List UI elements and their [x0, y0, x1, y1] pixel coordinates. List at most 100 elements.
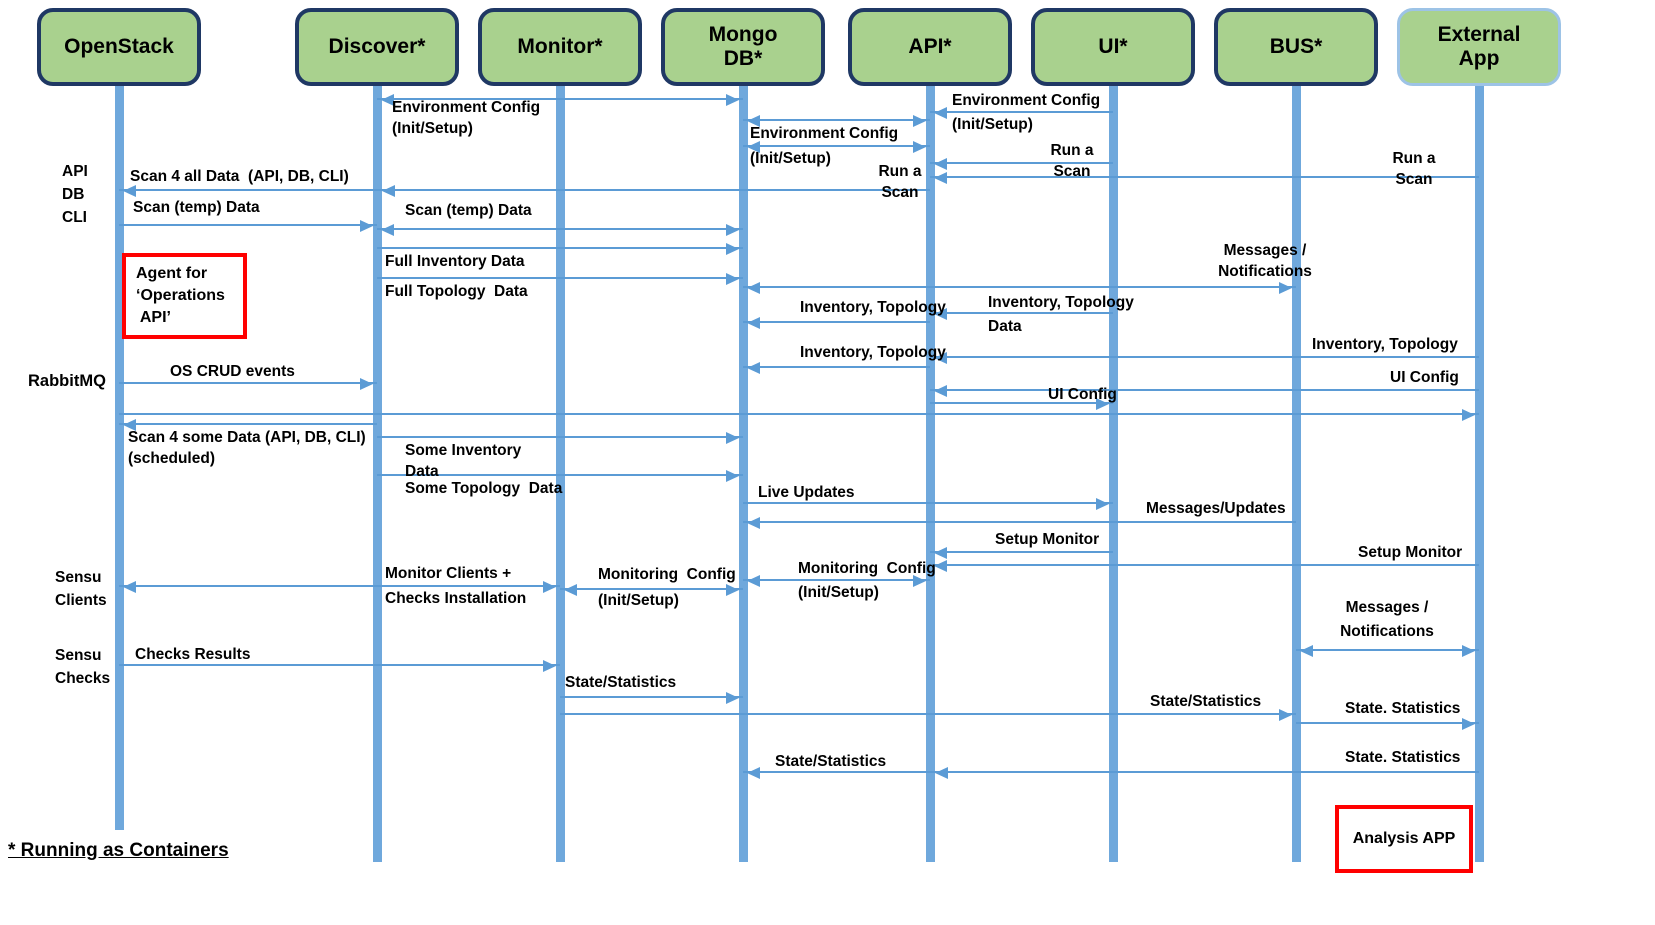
lifeline-bus: [1291, 86, 1301, 862]
message-arrow-run-a-scan-ui-api: [930, 162, 1113, 164]
actor-label: Discover*: [328, 35, 426, 58]
state-statistics-label-2: State/Statistics: [1150, 693, 1262, 710]
message-arrow-full-topology-data: [377, 277, 743, 279]
message-arrow-long-line-openstack-external: [119, 413, 1479, 415]
arrowhead-scheduled-scan-discover-openstack: [123, 419, 136, 431]
arrowhead-run-a-scan-ui-api: [934, 158, 947, 170]
arrowhead-inventory-topology-api-mongodb-1: [747, 317, 760, 329]
message-arrow-inventory-topology-api-mongodb-2: [743, 366, 930, 368]
message-arrow-inventory-topology-api-mongodb-1: [743, 321, 930, 323]
arrowhead-setup-monitor-ui-api: [934, 547, 947, 559]
arrowhead-ui-config-api-ui: [1096, 398, 1109, 410]
state-statistics-label-5: State/Statistics: [775, 753, 887, 770]
message-arrow-messages-updates-bus-mongodb: [743, 521, 1296, 523]
arrowhead-scan-4-all-data-api-openstack: [382, 185, 395, 197]
arrowhead-state-statistics-bus-external: [1462, 718, 1475, 730]
monitoring-config-mongodb-api-label-2: (Init/Setup): [798, 584, 879, 601]
setup-monitor-label-mid: Setup Monitor: [995, 531, 1100, 548]
monitor-clients-label-1: Monitor Clients +: [385, 565, 512, 582]
scan-temp-data-label-2: Scan (temp) Data: [405, 202, 532, 219]
actor-label: App: [1458, 47, 1500, 70]
message-arrow-messages-notifications-mongodb-bus: [743, 286, 1296, 288]
message-arrow-env-config-ui-api: [930, 111, 1113, 113]
message-arrow-state-statistics-bus-external: [1296, 722, 1479, 724]
state-statistics-label-4: State. Statistics: [1345, 749, 1461, 766]
actor-box-openstack: OpenStack: [37, 8, 201, 86]
actor-label: Monitor*: [517, 35, 603, 58]
message-arrow-scan-temp-data-openstack-discover: [119, 224, 377, 226]
message-arrow-setup-monitor-external-api: [930, 564, 1479, 566]
arrowhead-monitoring-config-mongodb-api: [913, 575, 926, 587]
some-topology-data-label: Some Topology Data: [405, 480, 563, 497]
arrowhead-env-config-mongodb-api-1: [913, 115, 926, 127]
arrowhead-some-inventory-data: [726, 432, 739, 444]
message-arrow-messages-notifications-bus-external: [1296, 649, 1479, 651]
arrowhead-messages-notifications-bus-external: [1462, 645, 1475, 657]
arrowhead-some-topology-data: [726, 470, 739, 482]
state-statistics-label-3: State. Statistics: [1345, 700, 1461, 717]
arrowhead-scan-temp-data-discover-mongodb: [381, 224, 394, 236]
actor-label: Mongo: [708, 23, 778, 46]
arrowhead-state-statistics-external-mongodb: [935, 767, 948, 779]
monitor-clients-label-2: Checks Installation: [385, 590, 527, 607]
message-arrow-monitoring-config-monitor-mongodb: [560, 588, 743, 590]
arrowhead-checks-results-openstack-monitor: [543, 660, 556, 672]
message-arrow-scan-4-all-data-api-openstack: [119, 189, 930, 191]
live-updates-label: Live Updates: [758, 484, 855, 501]
lifeline-external-app: [1474, 86, 1484, 862]
arrowhead-env-config-ui-api: [934, 107, 947, 119]
env-config-api-ui-label-1: Environment Config: [952, 92, 1101, 109]
arrowhead-long-line-openstack-external: [1462, 409, 1475, 421]
running-as-containers-footnote: * Running as Containers: [8, 840, 229, 861]
arrowhead-live-updates-mongodb-ui: [1096, 498, 1109, 510]
arrowhead-full-topology-data: [726, 273, 739, 285]
messages-updates-label: Messages/Updates: [1146, 500, 1286, 517]
message-arrow-state-statistics-monitor-mongodb: [560, 696, 743, 698]
arrowhead-messages-notifications-mongodb-bus: [747, 282, 760, 294]
arrowhead-monitoring-config-mongodb-api: [747, 575, 760, 587]
message-arrow-some-topology-data: [377, 474, 743, 476]
arrowhead-os-crud-events: [360, 378, 373, 390]
arrowhead-messages-notifications-mongodb-bus: [1279, 282, 1292, 294]
env-config-mongodb-api-label-1: Environment Config: [750, 125, 899, 142]
analysis-app-note: Analysis APP: [1335, 805, 1473, 873]
message-arrow-env-config-mongodb-api-2: [743, 145, 930, 147]
lifeline-api: [925, 86, 935, 862]
message-arrow-state-statistics-external-mongodb: [743, 771, 1479, 773]
arrowhead-inventory-topology-api-mongodb-2: [747, 362, 760, 374]
scan-4-some-data-label: Scan 4 some Data (API, DB, CLI)(schedule…: [128, 429, 366, 467]
arrowhead-scan-temp-data-discover-mongodb: [726, 224, 739, 236]
arrowhead-run-a-scan-external-api: [934, 172, 947, 184]
state-statistics-label-1: State/Statistics: [565, 674, 677, 691]
arrowhead-scan-4-all-data-api-openstack: [123, 185, 136, 197]
message-arrow-env-config-mongodb-api-1: [743, 119, 930, 121]
arrowhead-env-config-discover-mongodb: [381, 94, 394, 106]
actor-box-discover: Discover*: [295, 8, 459, 86]
arrowhead-scan-temp-data-openstack-discover: [360, 220, 373, 232]
checks-results-label: Checks Results: [135, 646, 251, 663]
lifeline-openstack: [114, 86, 124, 830]
arrowhead-state-statistics-monitor-bus: [1279, 709, 1292, 721]
actor-box-api: API*: [848, 8, 1012, 86]
inventory-topology-label-1: Inventory, Topology: [800, 299, 946, 316]
actor-label: DB*: [723, 47, 763, 70]
monitoring-config-monitor-mongodb-label-2: (Init/Setup): [598, 592, 679, 609]
arrowhead-monitor-clients-monitor-openstack: [123, 581, 136, 593]
arrowhead-ui-config-external-api: [934, 385, 947, 397]
inventory-topology-label-2: Inventory, Topology: [800, 344, 946, 361]
arrowhead-full-inventory-data: [726, 243, 739, 255]
monitoring-config-monitor-mongodb-label-1: Monitoring Config: [598, 566, 736, 583]
message-arrow-full-inventory-data: [377, 247, 743, 249]
actor-label: API*: [908, 35, 952, 58]
arrowhead-inventory-topology-data-ui-api: [934, 308, 947, 320]
messages-notifications-label-top: Messages /Notifications: [1218, 242, 1312, 280]
arrowhead-monitoring-config-monitor-mongodb: [564, 584, 577, 596]
arrowhead-env-config-mongodb-api-2: [913, 141, 926, 153]
